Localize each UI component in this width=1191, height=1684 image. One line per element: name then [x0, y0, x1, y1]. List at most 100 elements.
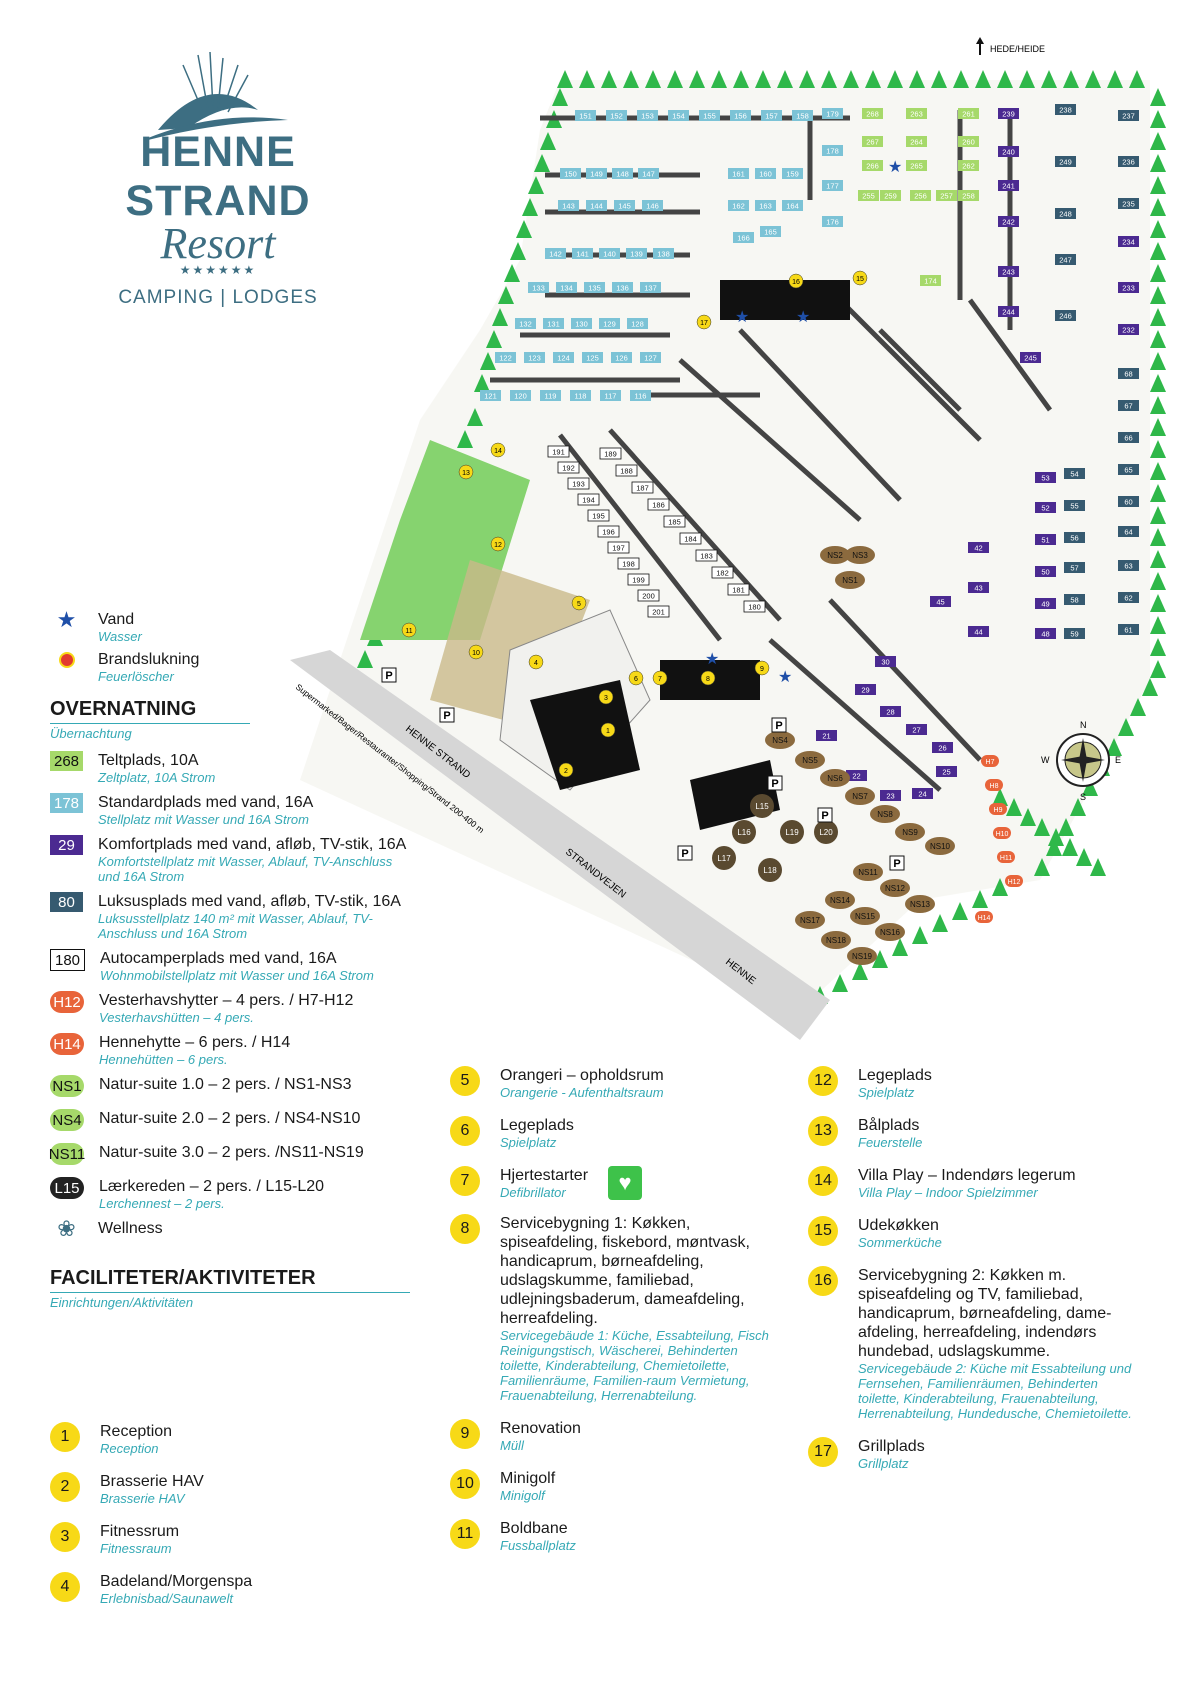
svg-text:177: 177 [826, 182, 839, 191]
svg-text:1: 1 [606, 728, 610, 735]
svg-text:199: 199 [632, 576, 645, 585]
svg-text:125: 125 [586, 354, 599, 363]
facility-marker: 11 [401, 622, 417, 638]
pitch-marker: 124 [553, 352, 574, 363]
tree-icon [1150, 550, 1166, 568]
facility-label: Orangeri – opholdsrum [500, 1067, 664, 1084]
parking-sign: P [767, 775, 783, 791]
facility-number: 2 [50, 1472, 80, 1502]
tree-icon [1063, 70, 1079, 88]
pitch-marker: 263 [906, 108, 927, 119]
wellness-label: Wellness [98, 1220, 163, 1237]
tree-icon [357, 650, 373, 668]
tree-icon [912, 926, 928, 944]
tree-icon [733, 70, 749, 88]
legend-badge: H12 [50, 991, 84, 1013]
legend-label-de: Luksusstellplatz 140 m² mit Wasser, Abla… [98, 911, 373, 941]
tree-icon [1041, 70, 1057, 88]
facility-label-de: Fitnessraum [100, 1541, 172, 1556]
svg-text:259: 259 [884, 192, 897, 201]
pitch-marker: 62 [1118, 592, 1139, 603]
pitch-marker: 158 [792, 110, 813, 121]
tree-icon [1150, 198, 1166, 216]
nature-suite: NS7 [845, 787, 875, 805]
tree-icon [1150, 110, 1166, 128]
svg-text:L15: L15 [755, 802, 769, 811]
tree-icon [1046, 838, 1062, 856]
svg-text:198: 198 [622, 560, 635, 569]
pitch-marker: 137 [640, 282, 661, 293]
svg-text:249: 249 [1059, 158, 1072, 167]
svg-text:147: 147 [642, 170, 655, 179]
pitch-marker: 198 [617, 557, 640, 570]
water-star-icon: ★ [888, 159, 902, 176]
tree-icon [516, 220, 532, 238]
lodge: L17 [712, 846, 736, 870]
svg-text:14: 14 [494, 448, 502, 455]
facility-label-de: Spielplatz [858, 1085, 915, 1100]
svg-text:155: 155 [703, 112, 716, 121]
facility-label: Legeplads [500, 1117, 574, 1134]
svg-text:263: 263 [910, 110, 923, 119]
pitch-marker: 255 [858, 190, 879, 201]
pitch-marker: 42 [968, 542, 989, 553]
svg-text:139: 139 [630, 250, 643, 259]
pitch-marker: 154 [668, 110, 689, 121]
svg-text:186: 186 [652, 501, 665, 510]
facility-label: Fitnessrum [100, 1523, 180, 1540]
svg-text:NS2: NS2 [827, 551, 843, 560]
facility-label: Bålplads [858, 1117, 920, 1134]
nature-suite: NS3 [845, 546, 875, 564]
facility-label-de: Villa Play – Indoor Spielzimmer [858, 1185, 1038, 1200]
pitch-marker: 179 [822, 108, 843, 119]
legend-label: Komfortplads med vand, afløb, TV-stik, 1… [98, 836, 407, 853]
tree-icon [1070, 798, 1086, 816]
svg-text:161: 161 [732, 170, 745, 179]
hut: H11 [997, 851, 1015, 863]
svg-text:49: 49 [1041, 600, 1049, 609]
lodge: L16 [732, 820, 756, 844]
pitch-marker: 189 [599, 447, 622, 460]
pitch-marker: 193 [567, 477, 590, 490]
pitch-marker: 50 [1035, 566, 1056, 577]
parking-sign: P [677, 845, 693, 861]
pitch-marker: 132 [515, 318, 536, 329]
facility-number: 10 [450, 1469, 480, 1499]
tree-icon [1150, 242, 1166, 260]
pitch-marker: 240 [998, 146, 1019, 157]
nature-suite: NS2 [820, 546, 850, 564]
legend-badge: 80 [50, 892, 83, 912]
pitch-marker: 52 [1035, 502, 1056, 513]
pitch-marker: 259 [880, 190, 901, 201]
pitch-marker: 160 [755, 168, 776, 179]
facility-label-de: Grillplatz [858, 1456, 909, 1471]
svg-text:238: 238 [1059, 106, 1072, 115]
pitch-marker: 192 [557, 461, 580, 474]
parking-sign: P [439, 707, 455, 723]
facility-label: Villa Play – Indendørs legerum [858, 1167, 1076, 1184]
tree-icon [1150, 462, 1166, 480]
facility-marker: 14 [490, 442, 506, 458]
pitch-marker: 164 [782, 200, 803, 211]
svg-text:60: 60 [1124, 498, 1132, 507]
svg-text:181: 181 [732, 586, 745, 595]
facility-label-de: Müll [500, 1438, 524, 1453]
tree-icon [1020, 808, 1036, 826]
tree-icon [1150, 660, 1166, 678]
facility-marker: 16 [788, 273, 804, 289]
pitch-marker: 232 [1118, 324, 1139, 335]
pitch-marker: 161 [728, 168, 749, 179]
pitch-marker: 63 [1118, 560, 1139, 571]
tree-icon [1150, 638, 1166, 656]
svg-text:NS11: NS11 [858, 868, 878, 877]
tree-icon [1150, 154, 1166, 172]
legend-label-de: Hennehütten – 6 pers. [99, 1052, 228, 1067]
svg-text:188: 188 [620, 467, 633, 476]
pitch-marker: 126 [611, 352, 632, 363]
